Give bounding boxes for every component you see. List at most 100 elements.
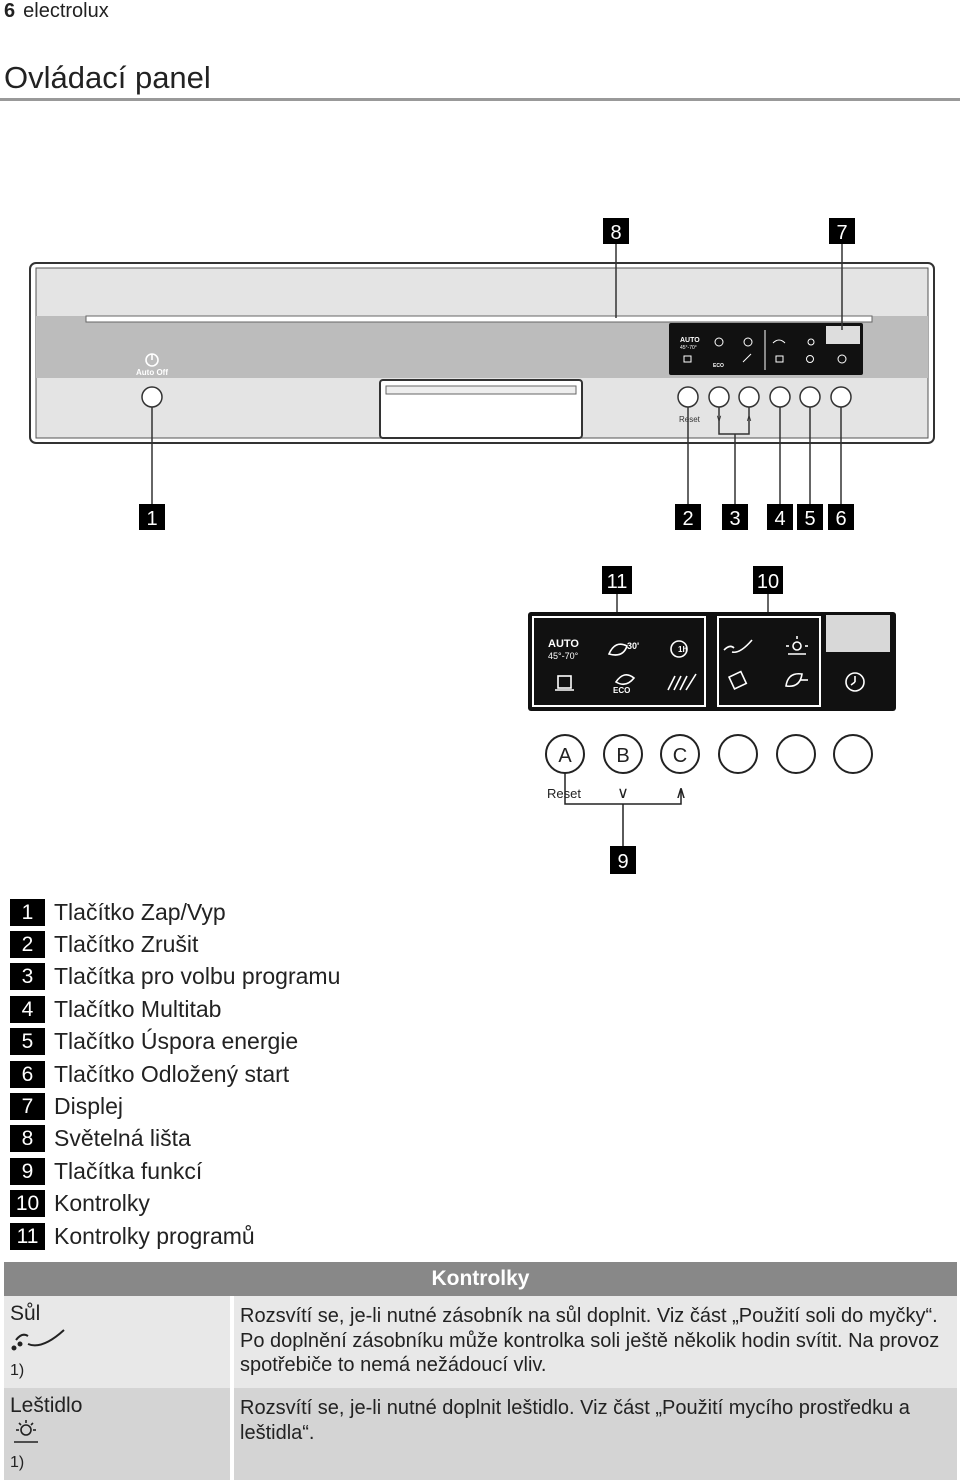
svg-text:7: 7 <box>836 222 847 244</box>
mini-multitab-icon <box>775 355 784 363</box>
legend-number: 11 <box>10 1222 45 1250</box>
legend-text: Tlačítko Zap/Vyp <box>54 898 226 925</box>
svg-text:2: 2 <box>682 508 693 530</box>
program-indicators-group <box>532 616 706 707</box>
display-screen <box>826 615 890 652</box>
mini-display <box>826 326 860 344</box>
program-down-button[interactable] <box>708 386 730 408</box>
callout-6: 6 <box>828 504 854 530</box>
legend-number: 4 <box>10 995 45 1023</box>
light-bar <box>85 315 873 323</box>
callout-9: 9 <box>610 846 636 874</box>
button-b-label: B <box>616 745 629 767</box>
table-row: Sůl 1) Rozsvítí se, je-li nutné zásobník… <box>4 1296 957 1388</box>
auto-off-label: Auto Off <box>136 368 168 377</box>
svg-text:8: 8 <box>610 222 621 244</box>
mini-quick-icon <box>714 337 724 347</box>
top-panel: Auto Off AUTO 45°-70° ECO Reset ∨ ∧ <box>29 262 935 444</box>
temp-range-label: 45°-70° <box>548 651 579 661</box>
function-button-c[interactable] <box>660 734 700 774</box>
svg-text:11: 11 <box>607 571 628 593</box>
callout-11: 11 <box>602 566 632 594</box>
legend-text: Kontrolky programů <box>54 1222 255 1249</box>
table-header: Kontrolky <box>4 1262 957 1296</box>
rinse-aid-icon <box>786 636 808 655</box>
legend-item: 11 Kontrolky programů <box>10 1220 340 1252</box>
function-indicators-group <box>717 616 821 707</box>
title-divider <box>0 98 960 101</box>
svg-text:9: 9 <box>617 851 628 873</box>
legend-text: Tlačítko Zrušit <box>54 931 199 958</box>
row-name: Leštidlo <box>10 1394 83 1417</box>
row-footnote: 1) <box>10 1454 25 1471</box>
delay-start-button[interactable] <box>830 386 852 408</box>
reset-button[interactable] <box>677 386 699 408</box>
table-cell-name: Sůl 1) <box>4 1296 230 1388</box>
reset-label: Reset <box>547 786 581 801</box>
legend-text: Kontrolky <box>54 1190 150 1217</box>
rinse-aid-icon <box>14 1420 38 1443</box>
page-header: 6 electrolux <box>4 0 109 23</box>
mini-reset-label: Reset <box>679 415 701 424</box>
energy-save-icon <box>785 672 808 688</box>
mini-auto-label: AUTO <box>680 337 700 344</box>
legend-text: Tlačítka funkcí <box>54 1157 203 1184</box>
row-name: Sůl <box>10 1302 41 1325</box>
section-title: Ovládací panel <box>4 60 211 95</box>
mini-salt-icon <box>772 339 786 344</box>
row-description: Rozsvítí se, je-li nutné zásobník na sůl… <box>234 1296 957 1388</box>
callout-3: 3 <box>722 504 748 530</box>
svg-text:ECO: ECO <box>613 686 630 695</box>
function-button-multitab[interactable] <box>718 734 758 774</box>
callout-4: 4 <box>767 504 793 530</box>
table-row: Leštidlo 1) Rozsvítí se, je-li nutné dop… <box>4 1388 957 1480</box>
salt-icon <box>723 639 753 654</box>
legend-item: 8 Světelná lišta <box>10 1123 340 1155</box>
program-up-button[interactable] <box>738 386 760 408</box>
svg-text:30': 30' <box>627 641 639 651</box>
callout-10: 10 <box>753 566 783 594</box>
legend-number: 5 <box>10 1028 45 1056</box>
energy-save-button[interactable] <box>799 386 821 408</box>
legend-number: 1 <box>10 898 45 926</box>
legend-text: Tlačítko Odložený start <box>54 1060 290 1087</box>
svg-text:10: 10 <box>757 571 779 593</box>
power-icon <box>145 353 159 367</box>
callout-1: 1 <box>139 504 165 530</box>
control-panel-diagram: Auto Off AUTO 45°-70° ECO Reset ∨ ∧ <box>29 218 935 874</box>
mini-spray-icon <box>742 353 752 363</box>
page-number: 6 <box>4 0 16 22</box>
auto-label: AUTO <box>548 638 579 650</box>
svg-text:3: 3 <box>729 508 740 530</box>
brand-name: electrolux <box>23 0 109 22</box>
power-button[interactable] <box>141 386 163 408</box>
callout-5: 5 <box>797 504 823 530</box>
legend-text: Displej <box>54 1093 124 1120</box>
svg-text:1h: 1h <box>678 645 687 654</box>
multitab-button[interactable] <box>769 386 791 408</box>
function-button-b[interactable] <box>603 734 643 774</box>
function-button-delay[interactable] <box>833 734 873 774</box>
chevron-down-icon: ∨ <box>617 785 629 802</box>
detail-panel: 11 10 AUTO 45°-70° 30' 1h ECO <box>528 566 896 874</box>
svg-text:6: 6 <box>835 508 846 530</box>
legend-text: Tlačítka pro volbu programu <box>54 963 341 990</box>
legend-text: Světelná lišta <box>54 1125 191 1152</box>
function-button-energy[interactable] <box>776 734 816 774</box>
mini-indicator-panel <box>669 323 863 375</box>
row-description: Rozsvítí se, je-li nutné doplnit leštidl… <box>234 1388 957 1480</box>
salt-icon <box>11 1329 65 1351</box>
legend-number: 8 <box>10 1125 45 1153</box>
multitab-icon <box>727 670 748 690</box>
quick-30-icon: 30' <box>607 641 639 656</box>
callout-2: 2 <box>675 504 701 530</box>
clock-icon <box>845 672 865 692</box>
svg-text:5: 5 <box>804 508 815 530</box>
mini-rinse-icon <box>807 338 815 346</box>
